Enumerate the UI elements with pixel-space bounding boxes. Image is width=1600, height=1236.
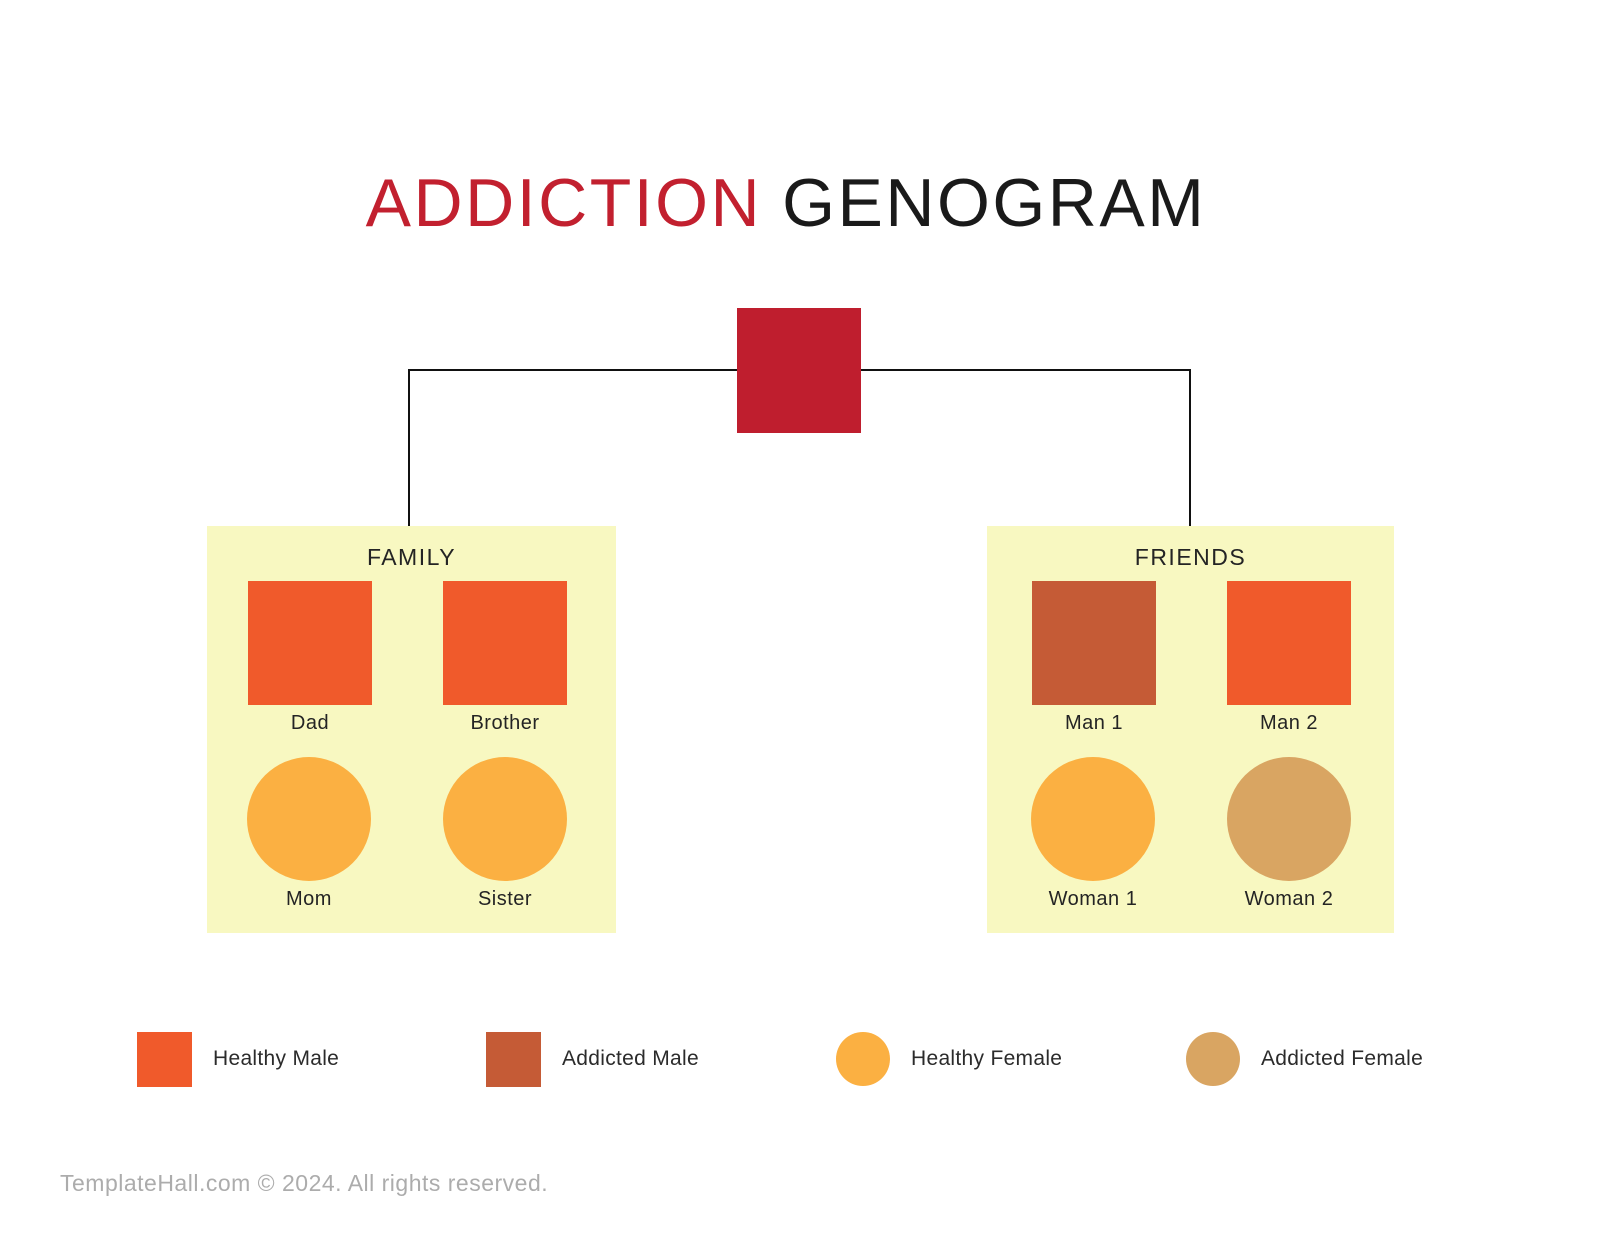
member-brother: Brother xyxy=(443,581,567,735)
member-man-2-square xyxy=(1227,581,1351,705)
member-woman-1: Woman 1 xyxy=(1031,757,1155,911)
legend-item-healthy-male: Healthy Male xyxy=(137,1031,339,1087)
legend-addicted-male-label: Addicted Male xyxy=(562,1047,699,1070)
member-man-1-square xyxy=(1032,581,1156,705)
member-mom: Mom xyxy=(247,757,371,911)
member-dad-label: Dad xyxy=(290,712,330,734)
member-dad-square xyxy=(248,581,372,705)
footer-copyright: TemplateHall.com © 2024. All rights rese… xyxy=(60,1170,549,1196)
member-man-1-label: Man 1 xyxy=(1064,712,1124,734)
member-man-1: Man 1 xyxy=(1032,581,1156,735)
legend-healthy-female-swatch xyxy=(836,1032,890,1086)
legend-item-addicted-male: Addicted Male xyxy=(486,1031,699,1087)
connector-line-right-drop xyxy=(1189,369,1191,527)
family-group-box: FAMILY Dad Brother Mom Sister xyxy=(207,526,616,933)
legend-addicted-male-swatch xyxy=(486,1031,541,1087)
title-word-genogram: GENOGRAM xyxy=(782,165,1207,241)
member-man-2: Man 2 xyxy=(1227,581,1351,735)
member-man-2-label: Man 2 xyxy=(1259,712,1319,734)
member-sister: Sister xyxy=(443,757,567,911)
member-mom-label: Mom xyxy=(286,888,332,910)
legend-healthy-male-swatch xyxy=(137,1031,192,1087)
legend-healthy-female-label: Healthy Female xyxy=(911,1047,1063,1070)
legend-healthy-male-label: Healthy Male xyxy=(213,1047,340,1070)
root-node-square xyxy=(737,308,861,433)
member-mom-circle xyxy=(247,757,371,881)
friends-group-box: FRIENDS Man 1 Man 2 Woman 1 Woman 2 xyxy=(987,526,1394,933)
member-woman-1-circle xyxy=(1031,757,1155,881)
member-brother-label: Brother xyxy=(470,712,540,734)
legend-item-healthy-female: Healthy Female xyxy=(836,1031,1062,1087)
title-word-addiction: ADDICTION xyxy=(365,165,763,241)
member-woman-2-circle xyxy=(1227,757,1351,881)
member-dad: Dad xyxy=(248,581,372,735)
member-woman-2: Woman 2 xyxy=(1227,757,1351,911)
member-woman-1-label: Woman 1 xyxy=(1048,888,1138,910)
connector-line-left-drop xyxy=(408,369,410,527)
member-sister-label: Sister xyxy=(477,888,533,910)
family-group-title: FAMILY xyxy=(366,544,457,570)
legend-addicted-female-swatch xyxy=(1186,1032,1240,1086)
legend-addicted-female-label: Addicted Female xyxy=(1261,1047,1424,1070)
friends-group-title: FRIENDS xyxy=(1134,544,1247,570)
member-sister-circle xyxy=(443,757,567,881)
member-woman-2-label: Woman 2 xyxy=(1244,888,1334,910)
legend-item-addicted-female: Addicted Female xyxy=(1186,1031,1423,1087)
member-brother-square xyxy=(443,581,567,705)
